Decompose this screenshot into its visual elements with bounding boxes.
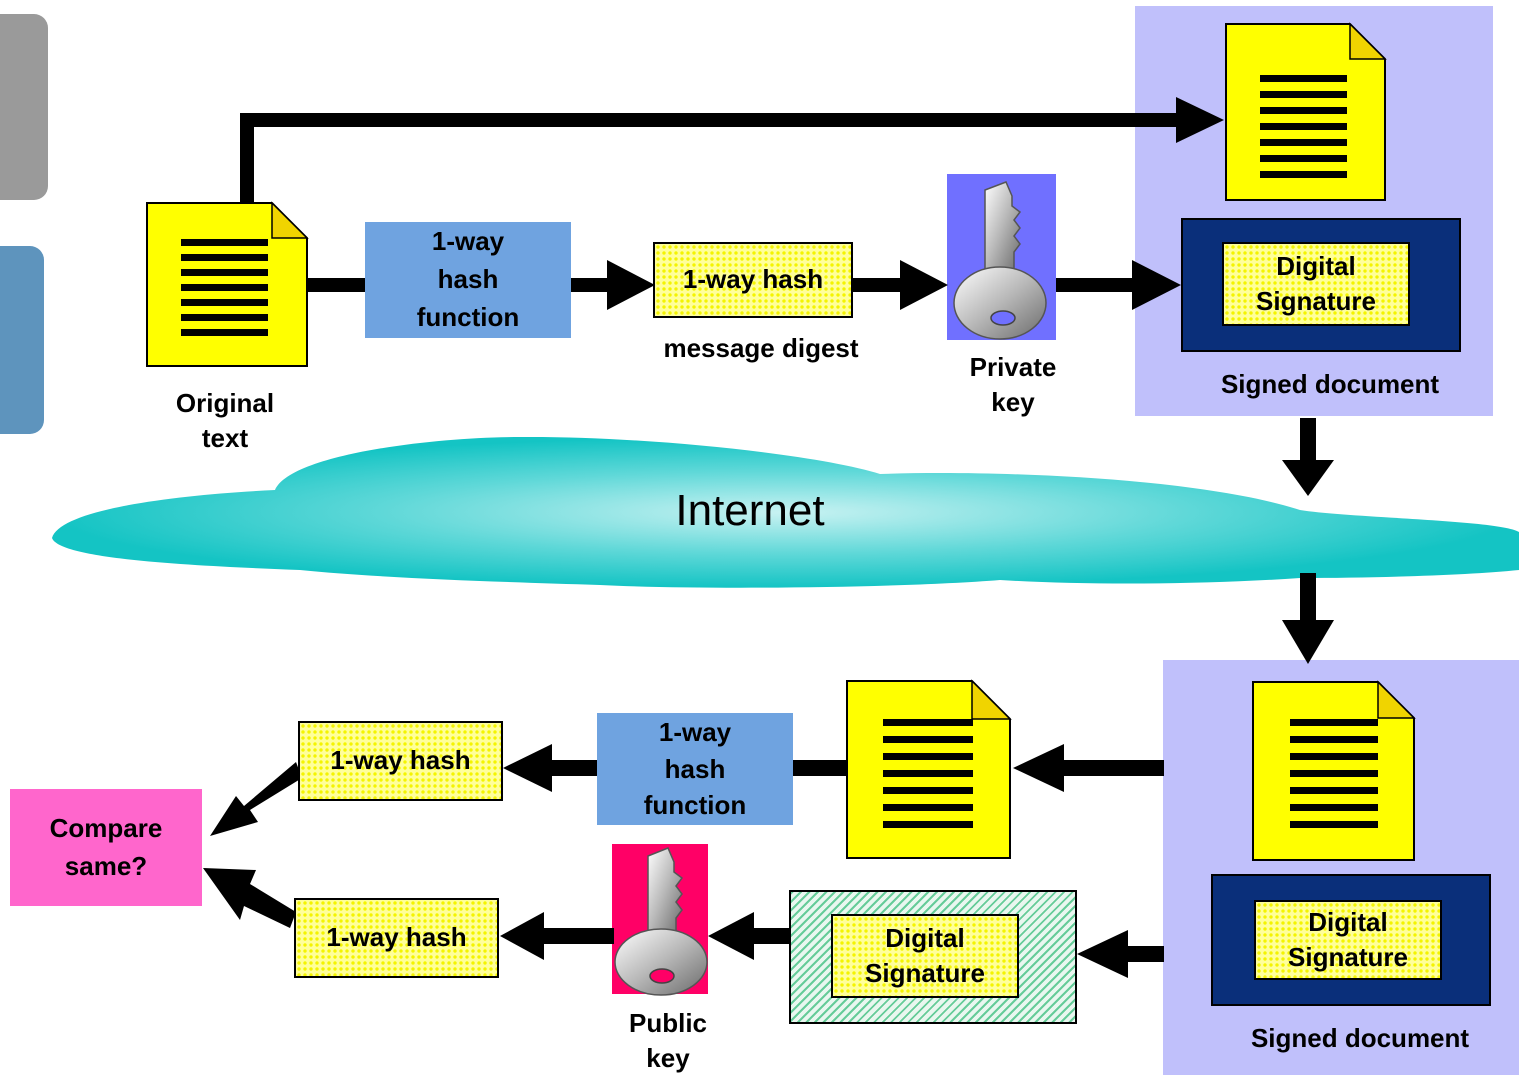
arrow-head-to-hash-top [503,744,552,792]
side-tab-blue [0,246,44,434]
arrow-head-to-private-key [900,260,948,310]
key-icon-private [953,181,1047,340]
arrow-line-top-horizontal [240,113,1180,127]
arrow-head-to-public-key [708,912,754,960]
document-icon-sender-signed [1225,22,1387,201]
side-tab-gray [0,14,48,200]
arrow-line-top-vertical [240,113,254,205]
arrow-to-compare-top [210,762,302,836]
message-digest-hash-box: 1-way hash [653,242,853,318]
arrow-head-to-signature [1132,260,1181,310]
arrow-head-to-extracted-signature [1077,930,1128,978]
sender-digital-signature-box: Digital Signature [1222,242,1410,326]
public-key-label: Public key [628,1008,707,1074]
receiver-digital-signature-box: Digital Signature [1254,900,1442,980]
arrow-to-compare-bottom [203,868,296,928]
document-icon-receiver-signed [1252,680,1416,861]
arrow-head-to-hash-bottom [500,912,544,960]
compare-box: Compare same? [10,789,202,906]
arrow-head-to-received-document [1013,744,1064,792]
document-icon-original [146,201,309,367]
receiver-hash-function-box: 1-way hash function [597,713,793,825]
receiver-hash-bottom-box: 1-way hash [294,898,499,978]
key-icon-public [614,847,708,996]
arrow-head-down-2 [1282,620,1334,664]
sender-signed-document-label: Signed document [1220,369,1440,399]
private-key-label: Private key [969,352,1057,418]
receiver-hash-top-box: 1-way hash [298,721,503,801]
internet-label: Internet [675,486,825,535]
arrow-head-to-digest [607,260,655,310]
document-icon-received [846,679,1012,859]
original-text-label: Original text [175,388,275,454]
arrow-head-down-1 [1282,460,1334,496]
cloud-icon [52,436,1519,588]
extracted-digital-signature-box: Digital Signature [831,914,1019,998]
sender-hash-function-box: 1-way hash function [365,222,571,338]
arrow-head-top [1176,97,1224,143]
message-digest-label: message digest [663,333,859,363]
receiver-signed-document-label: Signed document [1250,1023,1470,1053]
